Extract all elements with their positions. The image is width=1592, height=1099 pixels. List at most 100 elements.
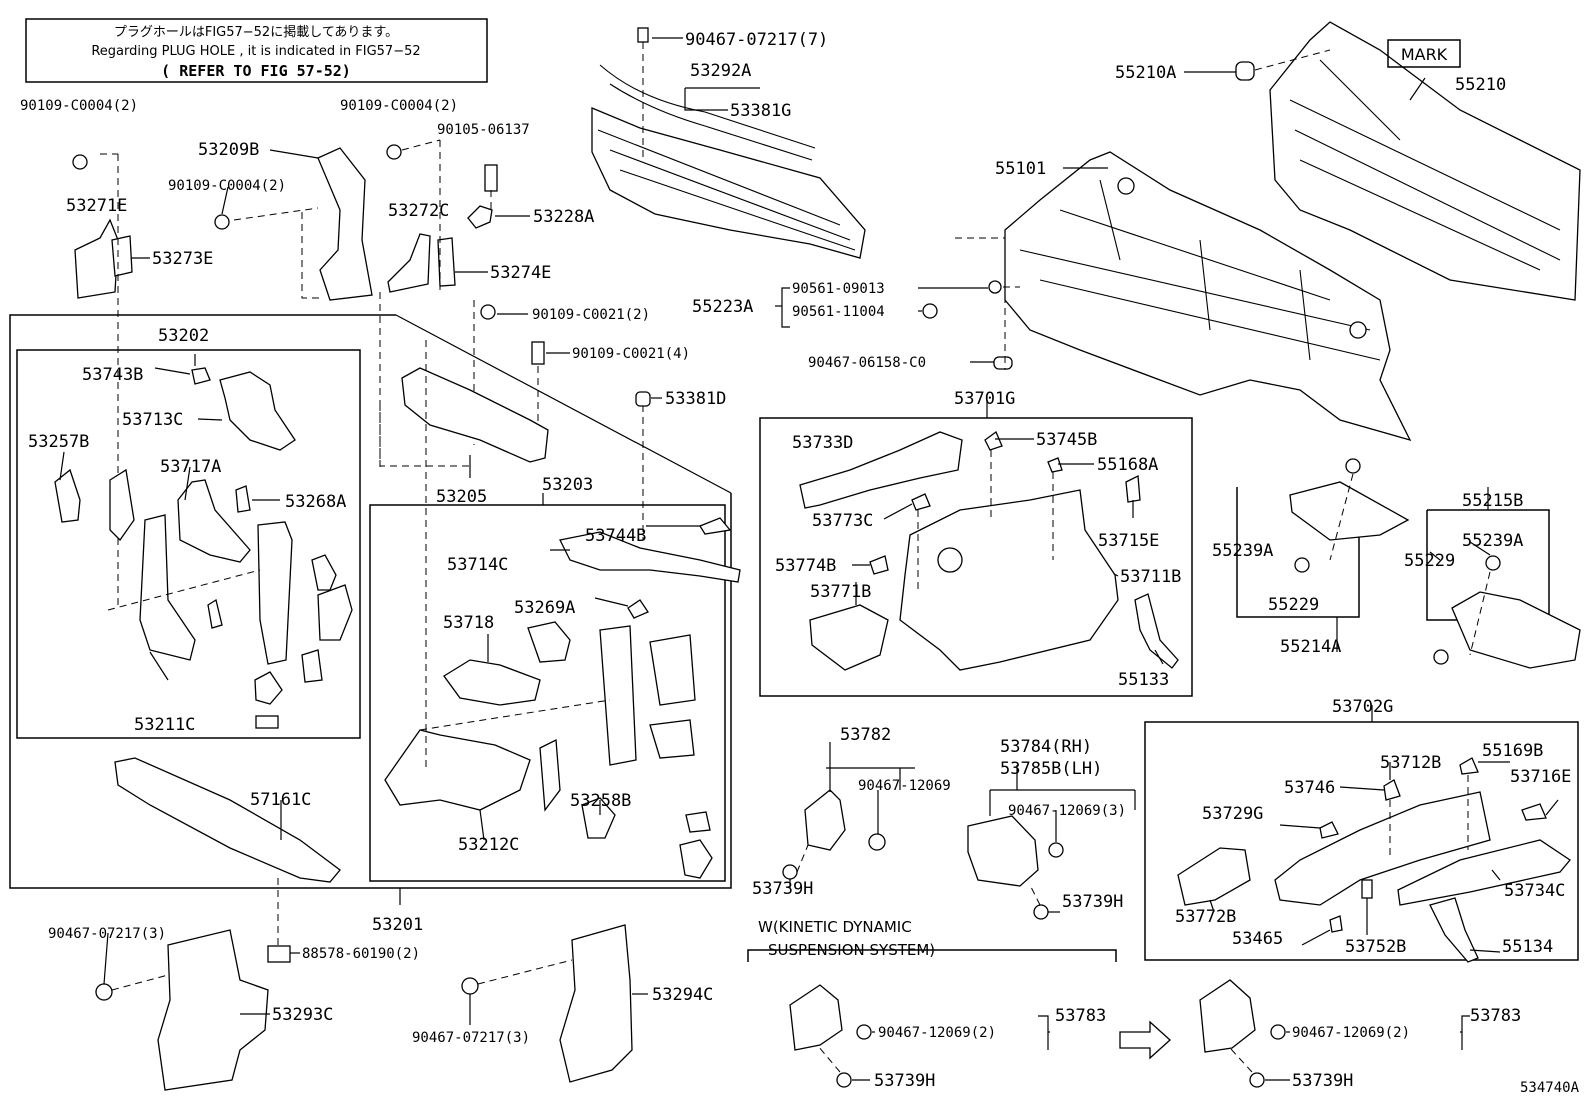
kinetic-note-line1: W(KINETIC DYNAMIC <box>758 918 912 936</box>
clip-icon <box>1294 557 1310 573</box>
label-90467-07217-3b: 90467-07217(3) <box>412 1030 530 1046</box>
label-53745b: 53745B <box>1036 430 1097 450</box>
label-90109-c0004-a: 90109-C0004(2) <box>20 98 138 114</box>
label-53202: 53202 <box>158 326 209 346</box>
label-90467-12069-d: 90467-12069(2) <box>1292 1025 1410 1041</box>
label-90109-c0004-b: 90109-C0004(2) <box>340 98 458 114</box>
label-88578-60190: 88578-60190(2) <box>302 946 420 962</box>
label-53734c: 53734C <box>1504 881 1565 901</box>
part-labels: 90467-07217(7) 53292A 53381G 55210A 5521… <box>20 30 1580 1096</box>
bolt-icon <box>386 144 402 160</box>
label-53271e: 53271E <box>66 196 127 216</box>
clip-icon <box>782 864 798 880</box>
label-55229-b: 55229 <box>1404 551 1455 571</box>
label-53774b: 53774B <box>775 556 836 576</box>
label-53714c: 53714C <box>447 555 508 575</box>
bolt-icon <box>72 154 88 170</box>
label-53211c: 53211C <box>134 715 195 735</box>
label-55134: 55134 <box>1502 937 1553 957</box>
label-53274e: 53274E <box>490 263 551 283</box>
label-90467-12069-a: 90467-12069 <box>858 778 951 794</box>
label-90105-06137: 90105-06137 <box>437 122 530 138</box>
label-53212c: 53212C <box>458 835 519 855</box>
label-53292a: 53292A <box>690 61 751 81</box>
label-53773c: 53773C <box>812 511 873 531</box>
label-53739h-a: 53739H <box>752 879 813 899</box>
label-53201: 53201 <box>372 915 423 935</box>
nut-icon <box>856 1024 872 1040</box>
clip-icon <box>461 977 479 995</box>
label-55210: 55210 <box>1455 75 1506 95</box>
clip-icon <box>1433 649 1449 665</box>
clip-icon <box>1033 904 1049 920</box>
note-refer: ( REFER TO FIG 57-52) <box>161 62 351 80</box>
label-53269a: 53269A <box>514 598 575 618</box>
label-53268a: 53268A <box>285 492 346 512</box>
label-55239a-a: 55239A <box>1212 541 1273 561</box>
label-90467-12069-c: 90467-12069(2) <box>878 1025 996 1041</box>
label-53257b: 53257B <box>28 432 89 452</box>
label-90561-09013: 90561-09013 <box>792 281 885 297</box>
bolt-icon <box>214 214 230 230</box>
grommet-icon <box>993 356 1013 370</box>
label-55210a: 55210A <box>1115 63 1176 83</box>
label-53739h-c: 53739H <box>874 1071 935 1091</box>
leader-lines <box>59 37 1559 1081</box>
label-55214a: 55214A <box>1280 637 1341 657</box>
label-55133: 55133 <box>1118 670 1169 690</box>
nut-icon <box>922 303 938 319</box>
label-90109-c0021-a: 90109-C0021(2) <box>532 307 650 323</box>
bolt-icon <box>484 164 498 192</box>
clip-icon <box>1249 1072 1265 1088</box>
label-55223a: 55223A <box>692 297 753 317</box>
label-53771b: 53771B <box>810 582 871 602</box>
label-53772b: 53772B <box>1175 907 1236 927</box>
grommet-55210a-icon <box>1235 61 1255 81</box>
figure-id: 534740A <box>1520 1080 1580 1096</box>
label-53228a: 53228A <box>533 207 594 227</box>
clip-icon <box>267 945 291 963</box>
nut-icon <box>988 280 1002 294</box>
bolt-icon <box>480 304 496 320</box>
nut-icon <box>1048 842 1064 858</box>
label-53729g: 53729G <box>1202 804 1263 824</box>
nut-icon <box>1270 1024 1286 1040</box>
label-53784-rh: 53784(RH) <box>1000 737 1092 757</box>
label-53733d: 53733D <box>792 433 853 453</box>
label-53209b: 53209B <box>198 140 259 160</box>
label-90109-c0021-b: 90109-C0021(4) <box>572 346 690 362</box>
clip-icon <box>836 1072 852 1088</box>
clip-icon <box>1345 458 1361 474</box>
label-55229-a: 55229 <box>1268 595 1319 615</box>
label-53465: 53465 <box>1232 929 1283 949</box>
label-55101: 55101 <box>995 159 1046 179</box>
label-90467-07217-7: 90467-07217(7) <box>685 30 828 50</box>
label-53746: 53746 <box>1284 778 1335 798</box>
label-53743b: 53743B <box>82 365 143 385</box>
label-53702g: 53702G <box>1332 697 1393 717</box>
label-53258b: 53258B <box>570 791 631 811</box>
nut-icon <box>868 833 886 851</box>
mark-callout: MARK <box>1387 39 1461 68</box>
label-53273e: 53273E <box>152 249 213 269</box>
label-53739h-d: 53739H <box>1292 1071 1353 1091</box>
label-53294c: 53294C <box>652 985 713 1005</box>
mark-label: MARK <box>1401 45 1448 64</box>
label-53785b-lh: 53785B(LH) <box>1000 759 1102 779</box>
label-53782: 53782 <box>840 725 891 745</box>
kinetic-note-line2: SUSPENSION SYSTEM) <box>768 941 935 959</box>
label-55215b: 55215B <box>1462 491 1523 511</box>
label-53739h-b: 53739H <box>1062 892 1123 912</box>
label-90467-07217-3a: 90467-07217(3) <box>48 926 166 942</box>
label-53783-b: 53783 <box>1470 1006 1521 1026</box>
label-53205: 53205 <box>436 487 487 507</box>
plug-icon <box>635 391 651 407</box>
label-53712b: 53712B <box>1380 753 1441 773</box>
label-53713c: 53713C <box>122 410 183 430</box>
label-53715e: 53715E <box>1098 531 1159 551</box>
label-53783-a: 53783 <box>1055 1006 1106 1026</box>
clip-icon <box>637 27 649 43</box>
label-55169b: 55169B <box>1482 741 1543 761</box>
part-shapes <box>54 21 1581 1091</box>
